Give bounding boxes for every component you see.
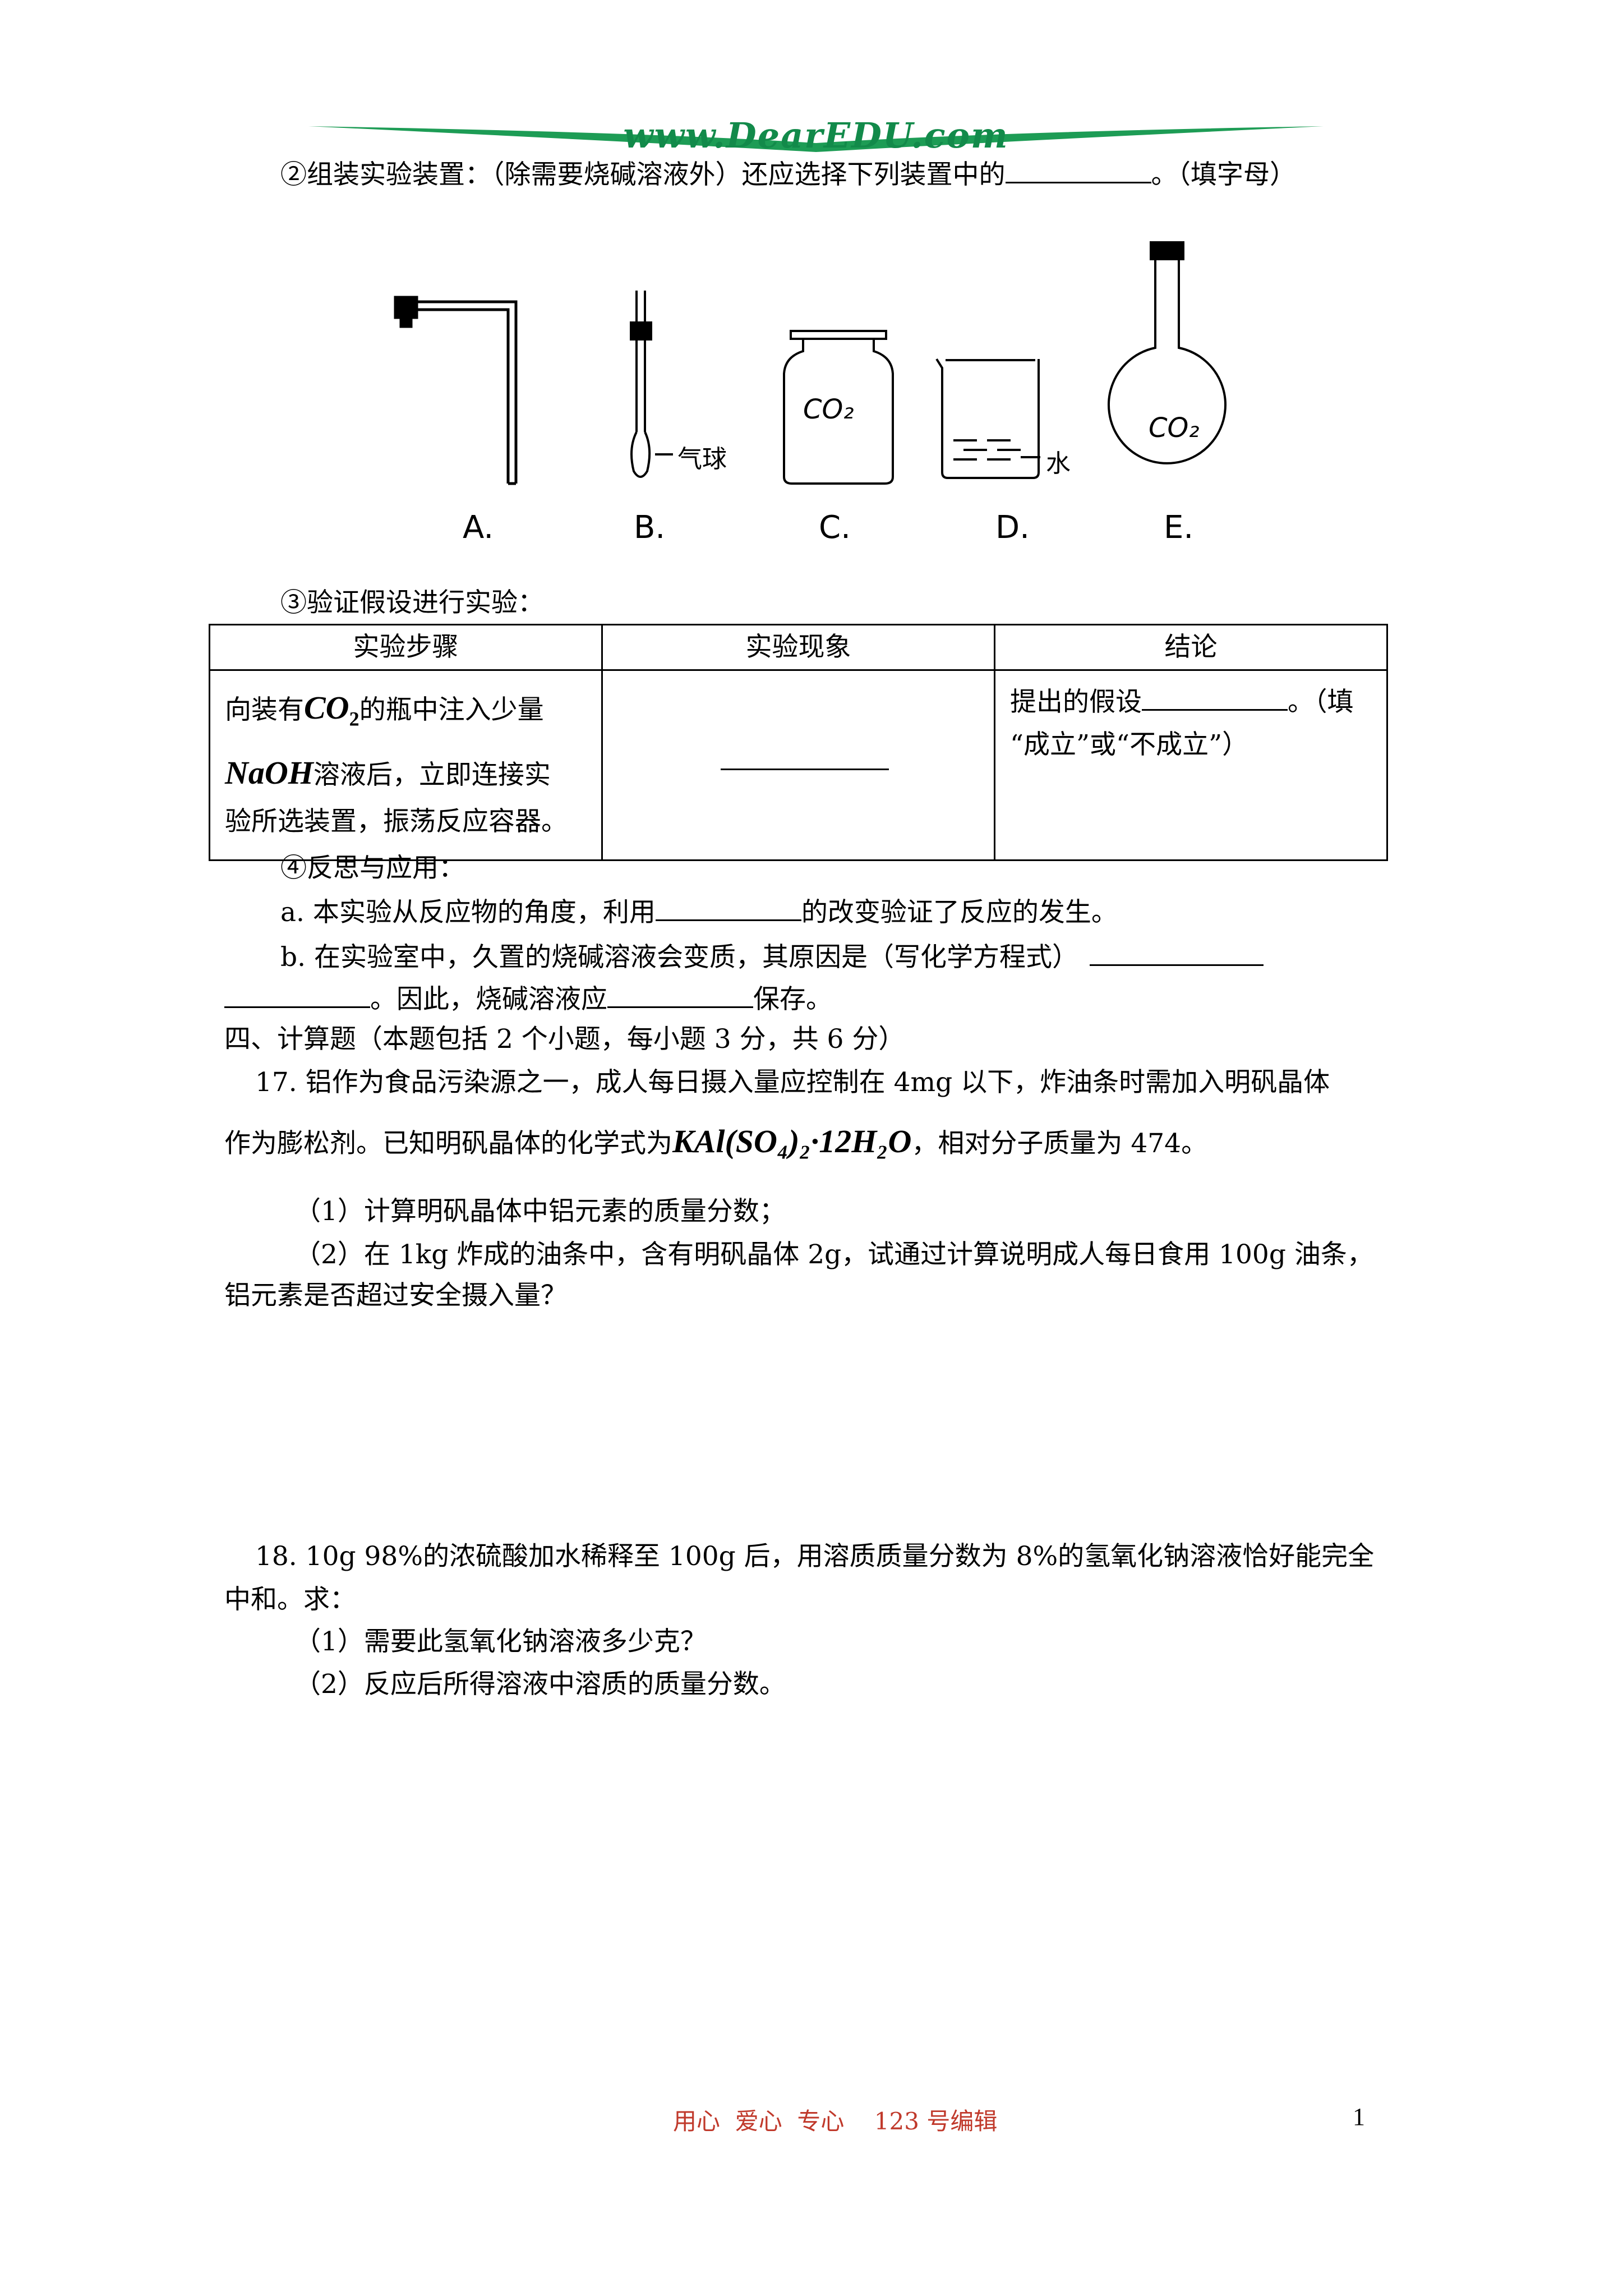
conclusion-text: 提出的假设 [1010,687,1142,717]
naoh-formula: NaOH [225,754,313,791]
item-b-cont-text: 。因此，烧碱溶液应 [370,984,607,1015]
q17-line-1: 17. 铝作为食品污染源之一，成人每日摄入量应控制在 4mg 以下，炸油条时需加… [255,1067,1330,1098]
water-label: 水 [1046,449,1071,478]
footer-editor-note: 用心 爱心 专心 123 号编辑 [673,2108,998,2135]
conclusion-line-1: 提出的假设 。（填 [1010,681,1372,724]
jar-co2-label: CO₂ [803,394,854,425]
item-b-cont-end: 保存。 [753,984,832,1015]
steps-line-2: NaOH溶液后，立即连接实 [225,746,587,802]
page-number: 1 [1353,2103,1365,2131]
steps-line-1: 向装有CO2的瓶中注入少量 [225,681,587,746]
apparatus-figure: CO₂ CO₂ 气球 水 A. B. C. D. E. [348,241,1301,567]
cell-steps: 向装有CO2的瓶中注入少量 NaOH溶液后，立即连接实 验所选装置，振荡反应容器… [209,669,603,861]
label-a: A. [463,509,494,546]
conclusion-text: 。（填 [1288,687,1354,717]
q17-line-2-suffix: ，相对分子质量为 474。 [911,1128,1208,1159]
answer-blank-conclusion[interactable] [1142,684,1288,711]
header-phenomenon: 实验现象 [601,624,995,671]
site-logo: www.DearEDU.com [303,115,1329,160]
section4-heading: 四、计算题（本题包括 2 个小题，每小题 3 分，共 6 分） [224,1024,905,1055]
q17-sub-1: （1）计算明矾晶体中铝元素的质量分数； [294,1196,786,1227]
steps-text: 溶液后，立即连接实 [313,759,551,790]
item-b-text: b. 在实验室中，久置的烧碱溶液会变质，其原因是（写化学方程式） [280,942,1078,973]
table-row: 向装有CO2的瓶中注入少量 NaOH溶液后，立即连接实 验所选装置，振荡反应容器… [209,669,1388,861]
apparatus-e-flask [1108,241,1227,464]
label-d: D. [995,509,1030,546]
step3-heading: ③验证假设进行实验： [280,587,544,618]
q17-line-2: 作为膨松剂。已知明矾晶体的化学式为KAl(SO₄)₂·12H₂O，相对分子质量为… [224,1125,1207,1161]
step2-line: ②组装实验装置：（除需要烧碱溶液外）还应选择下列装置中的 。（填字母） [280,157,1296,192]
step4-heading: ④反思与应用： [280,853,465,884]
flask-co2-label: CO₂ [1149,412,1200,444]
co2-formula-sub: 2 [349,707,359,730]
q18-line-1: 18. 10g 98%的浓硫酸加水稀释至 100g 后，用溶质质量分数为 8%的… [255,1541,1375,1572]
step2-prefix: ②组装实验装置：（除需要烧碱溶液外）还应选择下列装置中的 [280,159,1006,190]
logo-swoosh [308,126,1324,152]
apparatus-c-gas-jar [783,330,894,485]
header-conclusion: 结论 [994,624,1388,671]
label-c: C. [819,509,851,546]
apparatus-b-balloon-tube [630,291,673,478]
apparatus-drawing [394,241,1227,485]
answer-blank-storage[interactable] [607,982,753,1008]
conclusion-line-2: “成立”或“不成立”） [1010,729,1249,760]
label-b: B. [634,509,666,546]
answer-blank-apparatus[interactable] [1005,157,1151,183]
q18-line-2: 中和。求： [224,1584,356,1615]
label-e: E. [1164,509,1194,546]
steps-text: 的瓶中注入少量 [359,694,544,725]
header-steps: 实验步骤 [209,624,603,671]
cell-phenomenon [601,669,995,861]
item-a-prefix: a. 本实验从反应物的角度，利用 [280,897,656,928]
steps-line-3: 验所选装置，振荡反应容器。 [225,806,568,837]
co2-formula: CO2 [304,689,359,730]
q17-line-2-prefix: 作为膨松剂。已知明矾晶体的化学式为 [224,1128,672,1159]
balloon-label: 气球 [677,445,727,473]
item-a-suffix: 的改变验证了反应的发生。 [801,897,1118,928]
co2-formula-main: CO [304,689,349,726]
steps-text: 向装有 [225,694,304,725]
answer-blank-phenomenon[interactable] [721,744,889,770]
item-b-line: b. 在实验室中，久置的烧碱溶液会变质，其原因是（写化学方程式） [280,940,1264,974]
step2-suffix: 。（填字母） [1151,159,1297,190]
apparatus-a-bent-tube [394,296,518,485]
logo-text[interactable]: www.DearEDU.com [623,115,1009,156]
cell-conclusion: 提出的假设 。（填 “成立”或“不成立”） [994,669,1388,861]
answer-blank-item-a[interactable] [655,895,801,921]
q17-sub-2-line-1: （2）在 1kg 炸成的油条中，含有明矾晶体 2g，试通过计算说明成人每日食用 … [294,1239,1373,1270]
item-b-cont-line: 。因此，烧碱溶液应 保存。 [224,982,832,1016]
q17-sub-2-line-2: 铝元素是否超过安全摄入量？ [224,1280,567,1311]
item-a-line: a. 本实验从反应物的角度，利用 的改变验证了反应的发生。 [280,895,1118,930]
answer-blank-equation-1[interactable] [1089,940,1264,966]
apparatus-d-beaker [935,358,1040,479]
answer-blank-equation-2[interactable] [224,982,370,1008]
alum-formula: KAl(SO₄)₂·12H₂O [672,1123,912,1159]
q18-sub-2: （2）反应后所得溶液中溶质的质量分数。 [294,1669,786,1700]
table-header-row: 实验步骤 实验现象 结论 [209,624,1388,671]
experiment-table: 实验步骤 实验现象 结论 向装有CO2的瓶中注入少量 NaOH溶液后，立即连接实… [209,624,1388,861]
q18-sub-1: （1）需要此氢氧化钠溶液多少克？ [294,1626,707,1657]
